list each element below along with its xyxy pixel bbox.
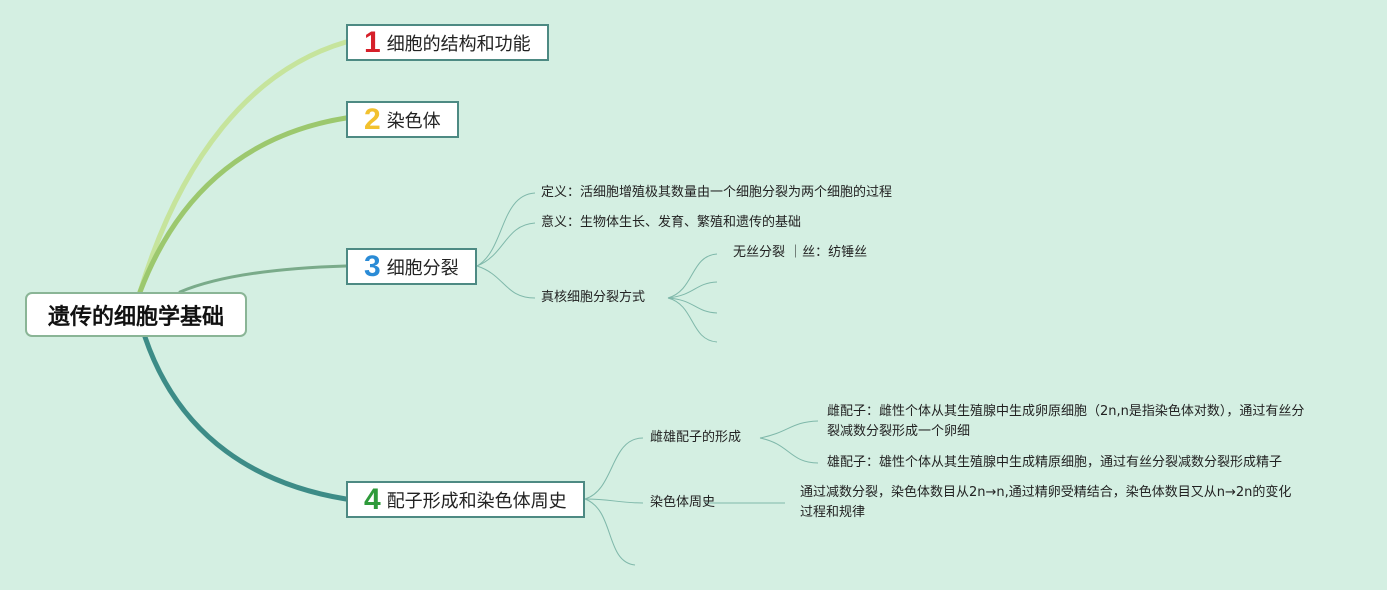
branch-number-2: 2: [364, 102, 381, 136]
branch-label-2: 染色体: [386, 110, 441, 132]
branch-label-1: 细胞的结构和功能: [386, 33, 531, 55]
branch-label-4: 配子形成和染色体周史: [386, 490, 567, 512]
branch-1-connector: [137, 39, 349, 295]
amitosis-topic[interactable]: 无丝分裂 ｜丝：纺锤丝: [733, 245, 868, 260]
branch-number-3: 3: [364, 249, 381, 283]
chromosome-cycle-topic[interactable]: 染色体周史: [650, 495, 716, 510]
chromosome-cycle-desc[interactable]: 通过减数分裂，染色体数目从2n→n,通过精卵受精结合，染色体数目又从n→2n的变…: [800, 485, 1292, 520]
sig-connector: [476, 222, 536, 267]
significance-topic[interactable]: 意义：生物体生长、发育、繁殖和遗传的基础: [541, 215, 802, 230]
male-connector: [759, 437, 819, 464]
euk-child3-connector: [667, 297, 718, 314]
amitosis-connector: [667, 253, 718, 299]
formation-connector: [584, 437, 644, 500]
branch-number-4: 4: [364, 482, 381, 516]
branch-number-1: 1: [364, 25, 381, 59]
euk-child2-connector: [667, 281, 718, 299]
branch-node-4[interactable]: 4 配子形成和染色体周史: [346, 481, 585, 518]
eukaryotic-division-topic[interactable]: 真核细胞分裂方式: [541, 290, 646, 305]
branch-node-1[interactable]: 1 细胞的结构和功能: [346, 24, 549, 61]
b4-child3-connector: [584, 498, 636, 566]
cycle-connector: [584, 498, 644, 504]
euk-child4-connector: [667, 297, 718, 343]
branch-3-connector: [178, 264, 348, 294]
def-connector: [476, 192, 536, 267]
branch-node-2[interactable]: 2 染色体: [346, 101, 459, 138]
branch-2-connector: [137, 115, 349, 295]
root-label: 遗传的细胞学基础: [47, 304, 224, 330]
euk-connector: [476, 265, 536, 299]
female-connector: [759, 420, 819, 439]
branch-4-connector: [142, 334, 349, 502]
male-gamete-topic[interactable]: 雄配子：雄性个体从其生殖腺中生成精原细胞，通过有丝分裂减数分裂形成精子: [827, 455, 1283, 470]
root-node[interactable]: 遗传的细胞学基础: [25, 292, 247, 337]
branch-label-3: 细胞分裂: [386, 257, 459, 279]
gamete-formation-topic[interactable]: 雌雄配子的形成: [650, 430, 742, 445]
branch-node-3[interactable]: 3 细胞分裂: [346, 248, 477, 285]
definition-topic[interactable]: 定义：活细胞增殖极其数量由一个细胞分裂为两个细胞的过程: [541, 185, 893, 200]
female-gamete-topic[interactable]: 雌配子：雌性个体从其生殖腺中生成卵原细胞（2n,n是指染色体对数），通过有丝分裂…: [827, 404, 1305, 439]
